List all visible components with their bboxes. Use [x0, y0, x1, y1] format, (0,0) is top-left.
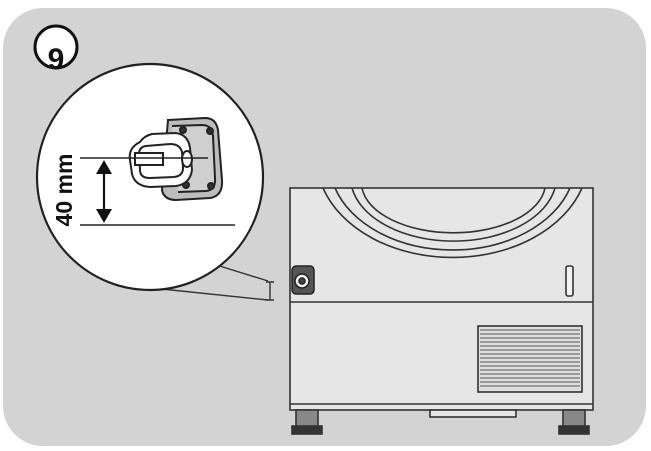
step-number-badge: [33, 24, 79, 70]
base-plate: [429, 409, 517, 418]
door-handle: [565, 265, 574, 297]
drum-door-outer-arc: [322, 187, 583, 259]
callout-line-bottom: [151, 287, 269, 301]
dimension-label: 40 mm: [51, 153, 77, 227]
drum-door-inner-arc: [351, 187, 556, 242]
dryer-illustration: [289, 187, 594, 435]
vent-grille: [477, 325, 583, 393]
foot-pad-right: [558, 425, 590, 435]
step-number: 9: [47, 43, 65, 76]
drum-door-middle-arc: [334, 187, 571, 251]
double-arrow-icon: [96, 160, 112, 223]
drum-door-innermost-arc: [361, 187, 546, 234]
foot-pad-left: [291, 425, 323, 435]
hose-connector: [291, 265, 315, 295]
hose-connector-enlarged: [128, 116, 224, 202]
